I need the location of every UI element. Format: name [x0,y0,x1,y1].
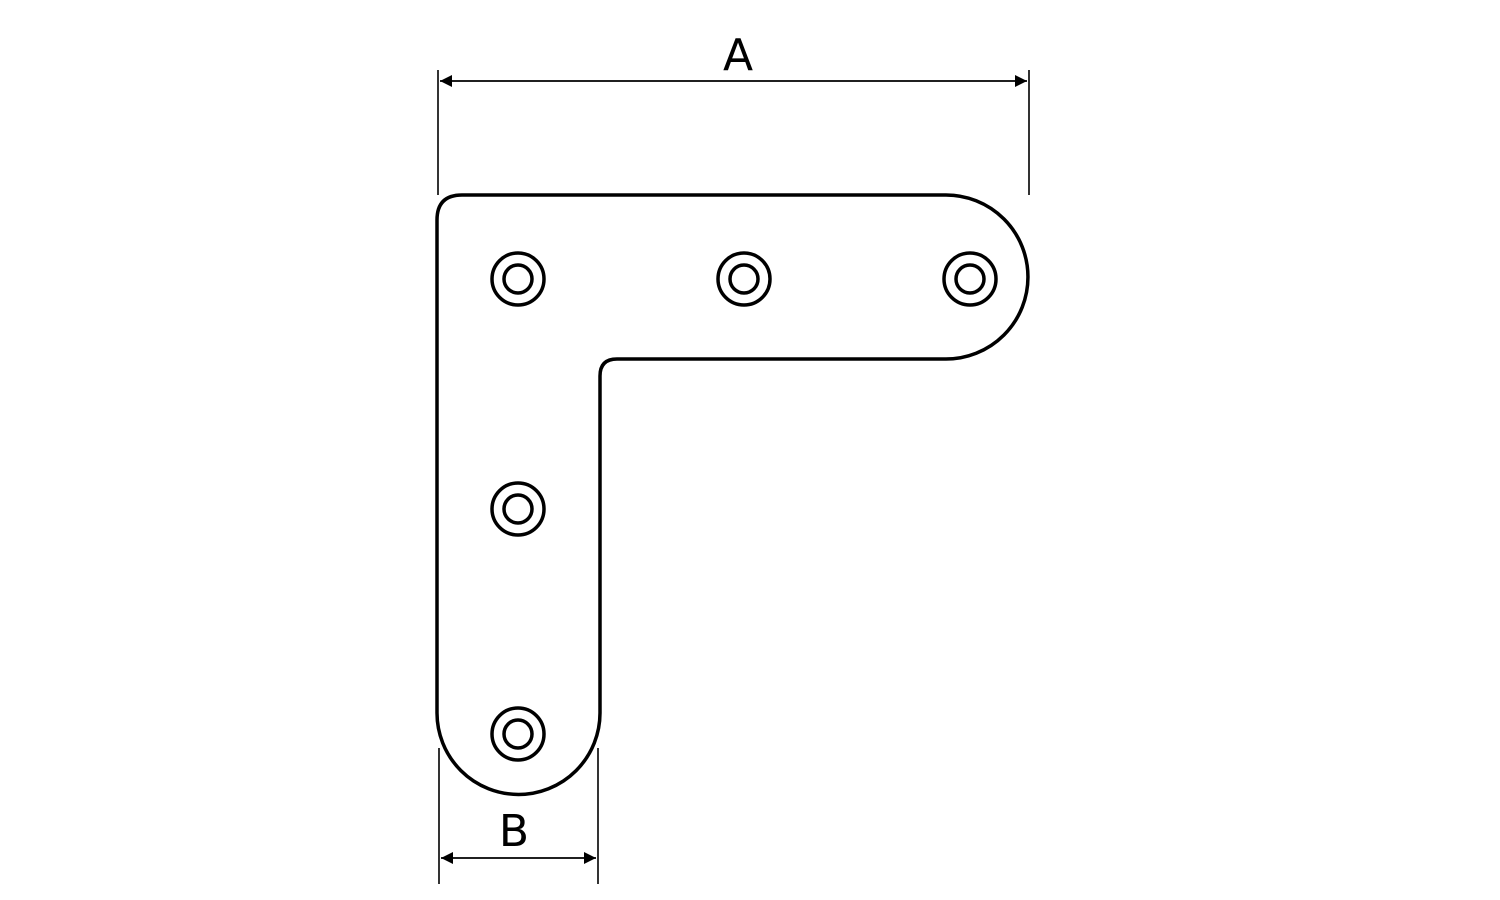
bracket-outline [435,193,1030,797]
hole-left-bottom [490,706,546,762]
dimension-a: A [437,30,1030,195]
hole-top-right [942,251,998,307]
dimension-b: B [438,748,599,884]
hole-left-middle [490,481,546,537]
dimension-label-a: A [723,30,753,81]
hole-top-middle [716,251,772,307]
hole-top-left [490,251,546,307]
dimension-label-b: B [499,806,529,857]
